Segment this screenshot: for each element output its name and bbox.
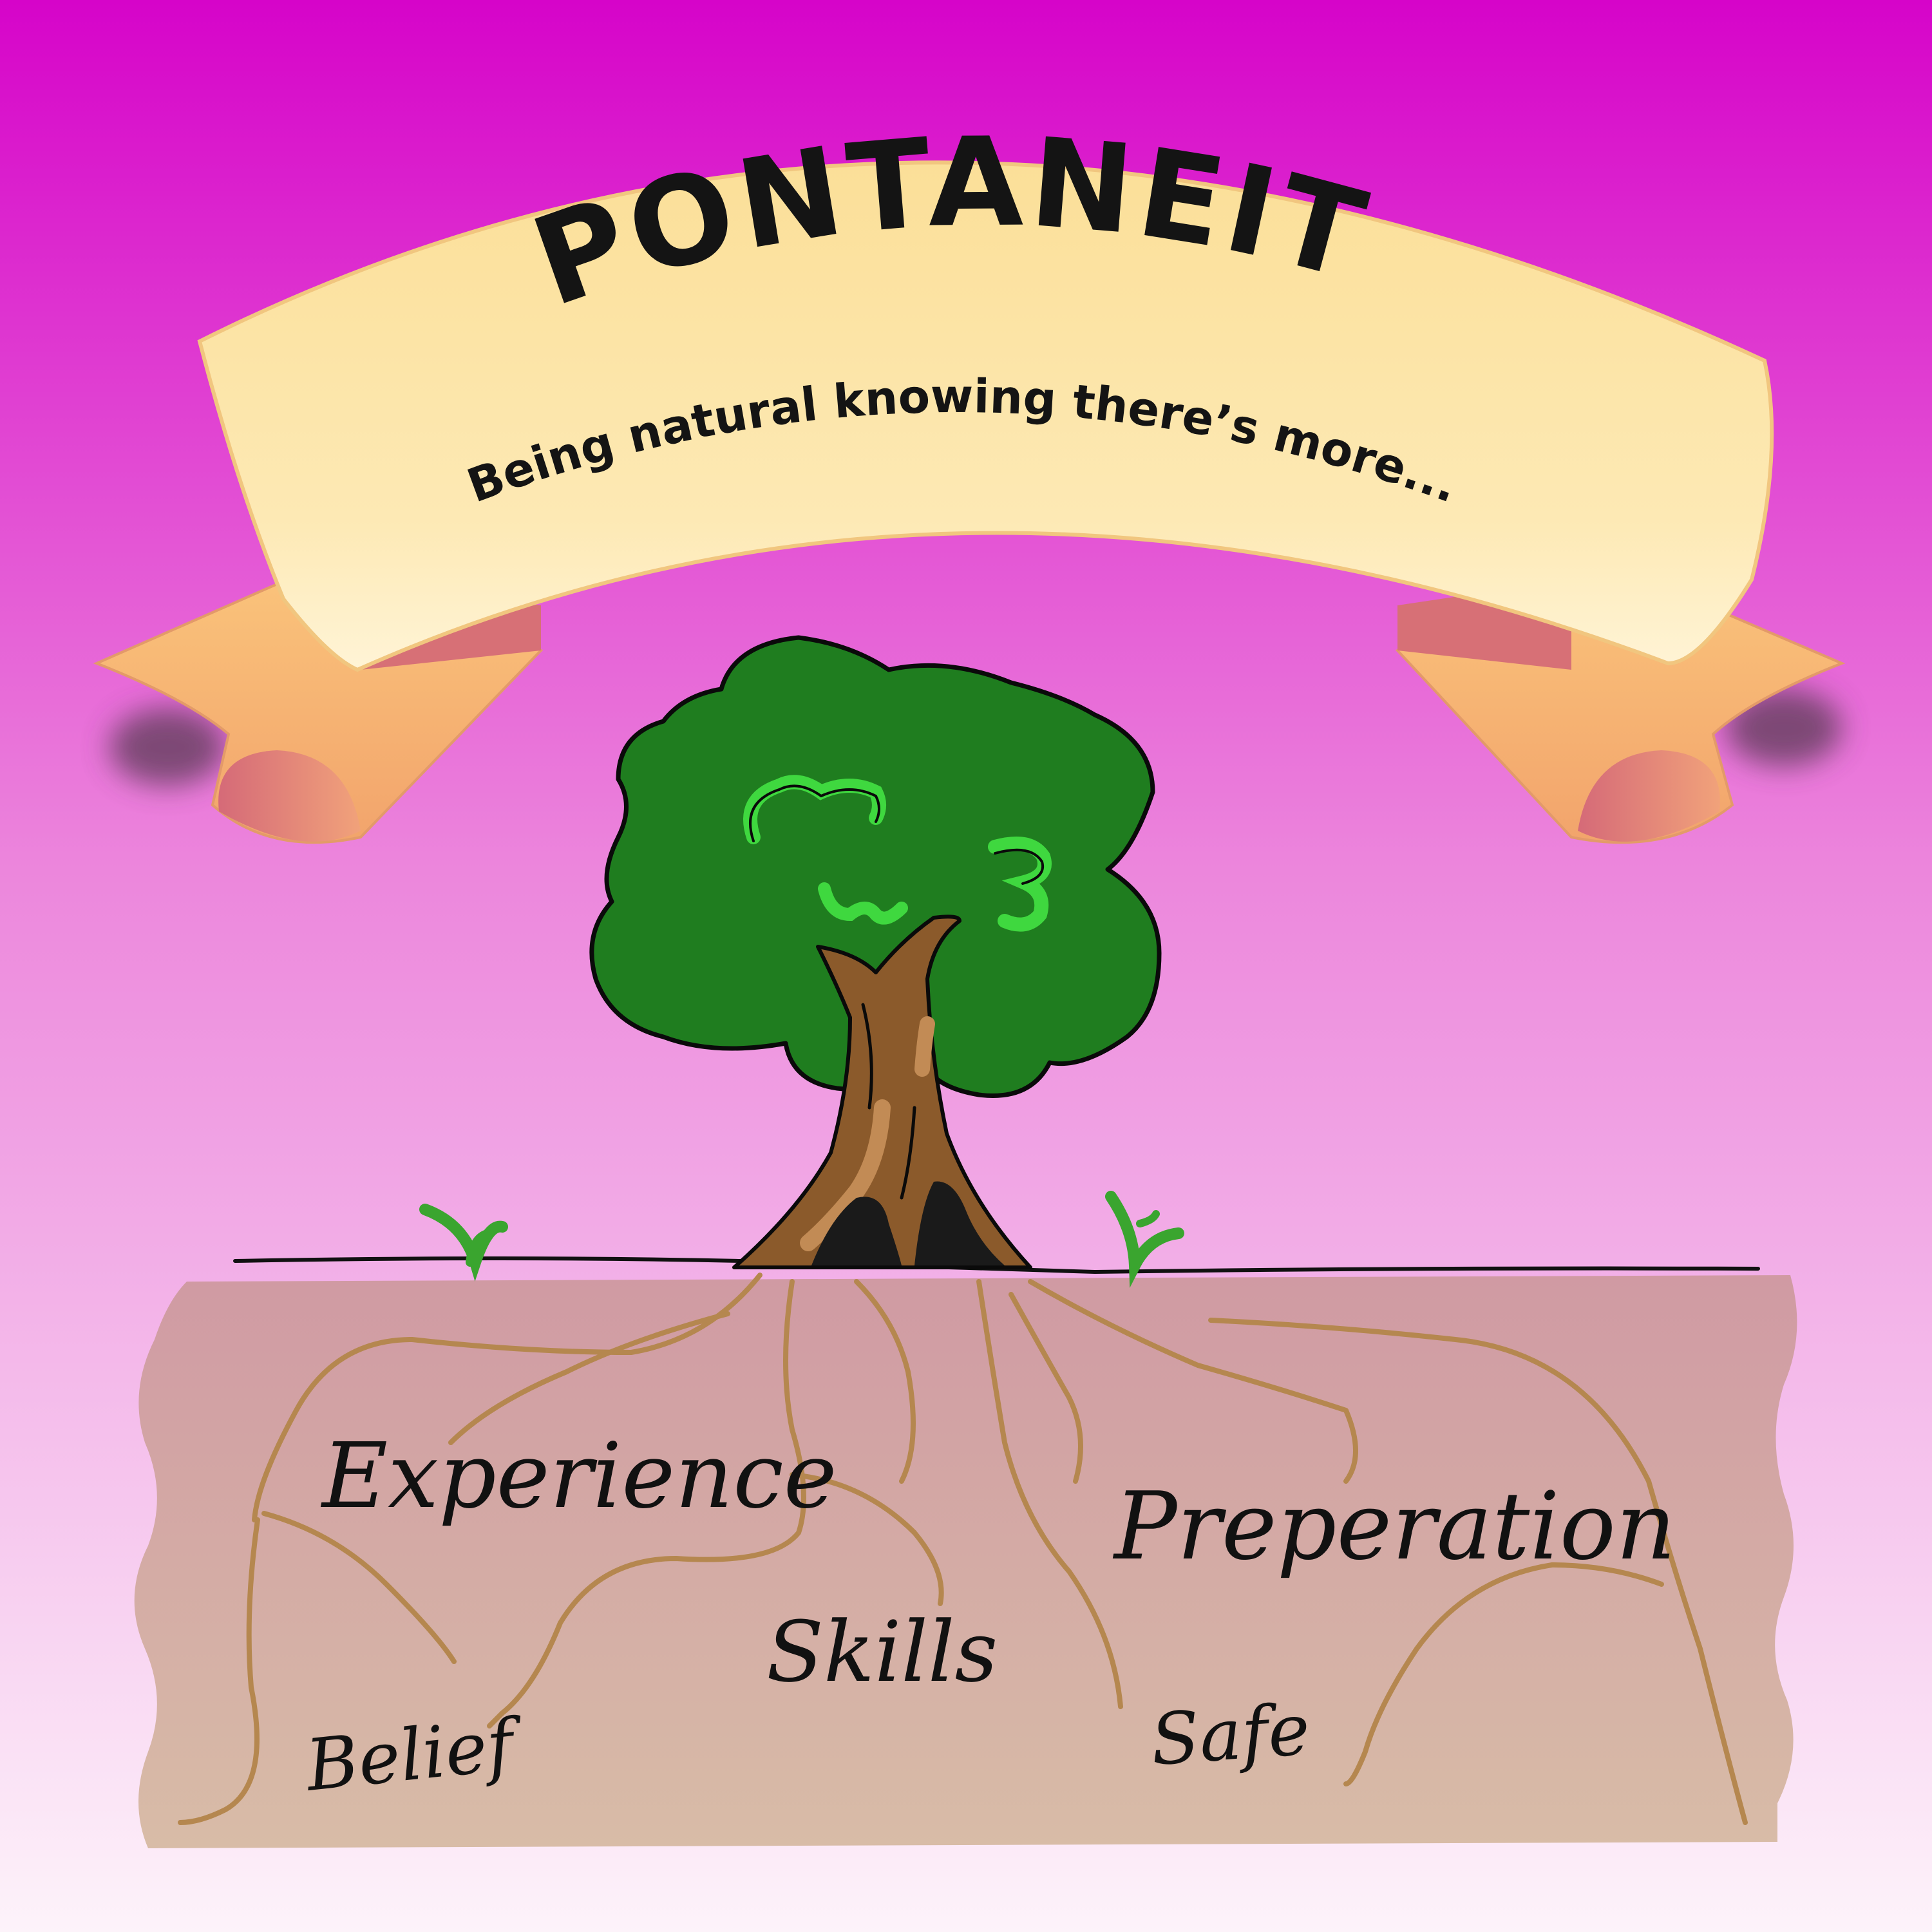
banner-right-fold	[1578, 750, 1720, 842]
label-experience: Experience	[320, 1424, 837, 1529]
label-preparation: Preperation	[1112, 1472, 1676, 1581]
grass-tuft-icon	[419, 1204, 508, 1282]
grass-tuft-icon	[1105, 1191, 1184, 1288]
tree-base-shadow	[811, 1197, 902, 1265]
label-safe: Safe	[1148, 1688, 1312, 1781]
tree-foliage	[589, 635, 1162, 1098]
tree-icon	[589, 635, 1162, 1269]
banner-left-fold	[218, 750, 361, 842]
banner-body	[197, 160, 1774, 672]
roots	[178, 1273, 1748, 1825]
tree-trunk	[732, 914, 1032, 1269]
label-skills: Skills	[766, 1603, 998, 1701]
